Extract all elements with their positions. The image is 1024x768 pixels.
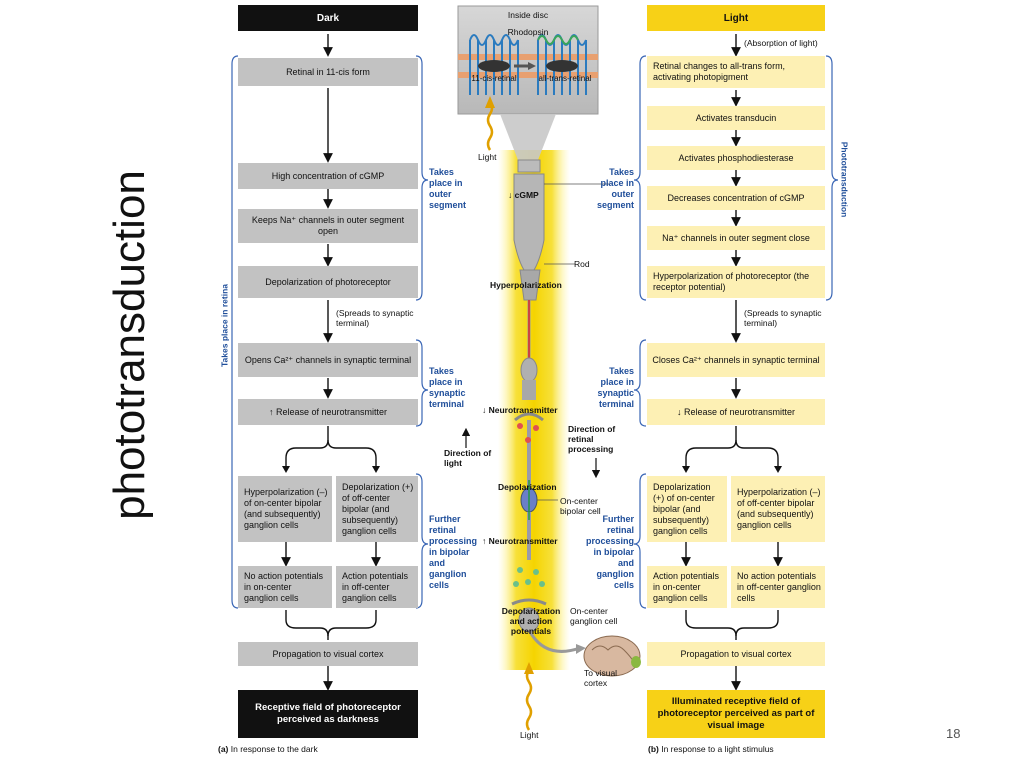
left-outer-segment-label: Takes place in outer segment [429,167,467,210]
right-brackets [633,55,839,609]
dark-spreads-label: (Spreads to synaptic terminal) [336,308,414,328]
light-step-na-close: Na⁺ channels in outer segment close [647,226,825,250]
dark-outcome-on-center: No action potentials in on-center gangli… [238,566,332,608]
light-caption-text: In response to a light stimulus [661,744,774,754]
light-arrows [681,34,783,691]
cgmp-label: ↓ cGMP [508,190,539,200]
center-illustration [457,5,641,731]
on-center-bipolar-label: On-center bipolar cell [560,496,601,516]
light-split-on-center: Depolarization (+) of on-center bipolar … [647,476,727,542]
right-synaptic-label: Takes place in synaptic terminal [597,366,634,409]
dark-step-ca-open: Opens Ca²⁺ channels in synaptic terminal [238,343,418,377]
light-bottom-label: Light [520,730,539,740]
dark-step-na-open: Keeps Na⁺ channels in outer segment open [238,209,418,243]
dark-split-on-center: Hyperpolarization (–) of on-center bipol… [238,476,332,542]
light-result: Illuminated receptive field of photorece… [647,690,825,738]
neurotransmitter-down-label: ↓ Neurotransmitter [482,405,558,415]
trans-retinal-label: all-trans-retinal [538,74,592,83]
dark-split-off-center: Depolarization (+) of off-center bipolar… [336,476,418,542]
light-step-transducin: Activates transducin [647,106,825,130]
light-step-neurotransmitter: ↓ Release of neurotransmitter [647,399,825,425]
right-outer-segment-label: Takes place in outer segment [596,167,634,210]
light-step-retinal: Retinal changes to all-trans form, activ… [647,56,825,88]
left-further-label: Further retinal processing in bipolar an… [429,514,478,590]
page-number: 18 [946,726,961,741]
light-top-label: Light [478,152,497,162]
phototransduction-label: Phototransduction [839,141,850,218]
dark-propagation: Propagation to visual cortex [238,642,418,666]
light-propagation: Propagation to visual cortex [647,642,825,666]
dark-caption-text: In response to the dark [230,744,318,754]
direction-processing-label: Direction of retinal processing [568,424,616,454]
depolarization-label: Depolarization [498,482,557,492]
light-header: Light [647,5,825,31]
light-absorption-label: (Absorption of light) [744,38,818,48]
light-caption-letter: (b) [648,744,659,754]
light-step-cgmp: Decreases concentration of cGMP [647,186,825,210]
dark-step-neurotransmitter: ↑ Release of neurotransmitter [238,399,418,425]
light-split-off-center: Hyperpolarization (–) of off-center bipo… [731,476,825,542]
dark-step-retinal: Retinal in 11-cis form [238,58,418,86]
light-step-phosphodiesterase: Activates phosphodiesterase [647,146,825,170]
light-spreads-label: (Spreads to synaptic terminal) [744,308,822,328]
left-brackets [231,55,429,609]
on-center-ganglion-label: On-center ganglion cell [570,606,618,626]
light-caption: (b) In response to a light stimulus [648,744,774,754]
dark-caption: (a) In response to the dark [218,744,318,754]
light-step-hyperpolarization: Hyperpolarization of photoreceptor (the … [647,266,825,298]
light-outcome-off-center: No action potentials in off-center gangl… [731,566,825,608]
depol-action-label: Depolarization and action potentials [501,606,561,636]
light-arrowheads-split [682,466,782,473]
dark-caption-letter: (a) [218,744,229,754]
dark-header: Dark [238,5,418,31]
inside-disc-label: Inside disc [507,10,549,20]
right-further-label: Further retinal processing in bipolar an… [585,514,634,590]
neurotransmitter-up-label: ↑ Neurotransmitter [482,536,558,546]
dark-step-cgmp: High concentration of cGMP [238,163,418,189]
light-step-ca-close: Closes Ca²⁺ channels in synaptic termina… [647,343,825,377]
dark-result: Receptive field of photoreceptor perceiv… [238,690,418,738]
left-synaptic-label: Takes place in synaptic terminal [429,366,466,409]
dark-arrows [281,34,381,691]
rod-label: Rod [574,259,590,269]
rhodopsin-label: Rhodopsin [507,27,549,37]
to-visual-cortex-label: To visual cortex [584,668,618,688]
retina-label: Takes place in retina [219,284,230,367]
hyperpolarization-label: Hyperpolarization [490,280,562,290]
dark-arrowheads-split [282,466,380,473]
dark-outcome-off-center: Action potentials in off-center ganglion… [336,566,418,608]
dark-step-depolarization: Depolarization of photoreceptor [238,266,418,298]
direction-light-label: Direction of light [444,448,492,468]
cis-retinal-label: 11-cis-retinal [471,74,517,83]
light-outcome-on-center: Action potentials in on-center ganglion … [647,566,727,608]
